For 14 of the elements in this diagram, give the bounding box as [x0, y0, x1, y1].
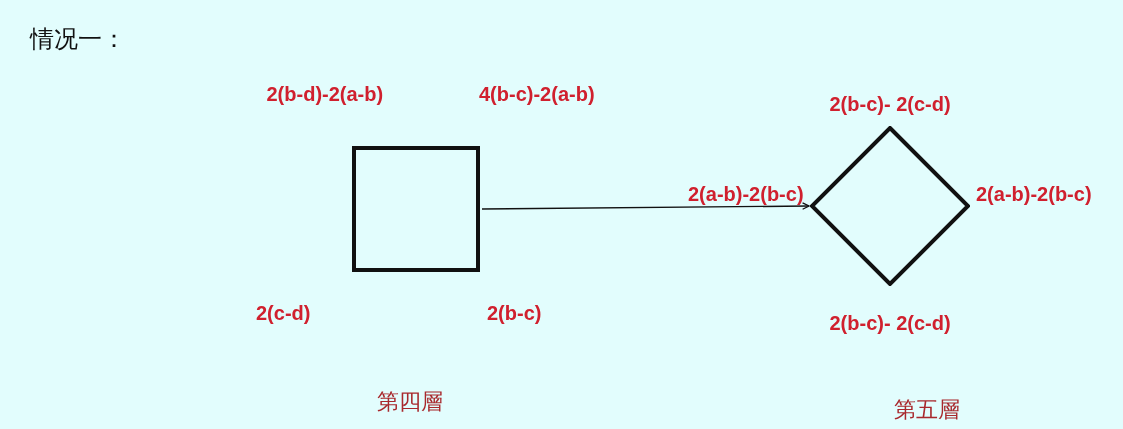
corner-label: 2(b-c)- 2(c-d): [829, 92, 951, 116]
corner-label: 2(b-d)-2(a-b): [266, 82, 384, 106]
layer-caption: 第四層: [377, 389, 443, 415]
corner-label: 2(c-d): [256, 301, 311, 325]
corner-label: 4(b-c)-2(a-b): [479, 82, 595, 106]
heading: 情况一：: [30, 24, 126, 54]
corner-label: 2(a-b)-2(b-c): [688, 182, 804, 206]
arrow: [481, 202, 810, 210]
square-shape: [352, 146, 480, 272]
corner-label: 2(b-c)- 2(c-d): [829, 311, 951, 335]
corner-label: 2(a-b)-2(b-c): [976, 182, 1092, 206]
diamond-shape: [810, 126, 970, 286]
corner-label: 2(b-c): [487, 301, 542, 325]
layer-caption: 第五層: [894, 397, 960, 423]
